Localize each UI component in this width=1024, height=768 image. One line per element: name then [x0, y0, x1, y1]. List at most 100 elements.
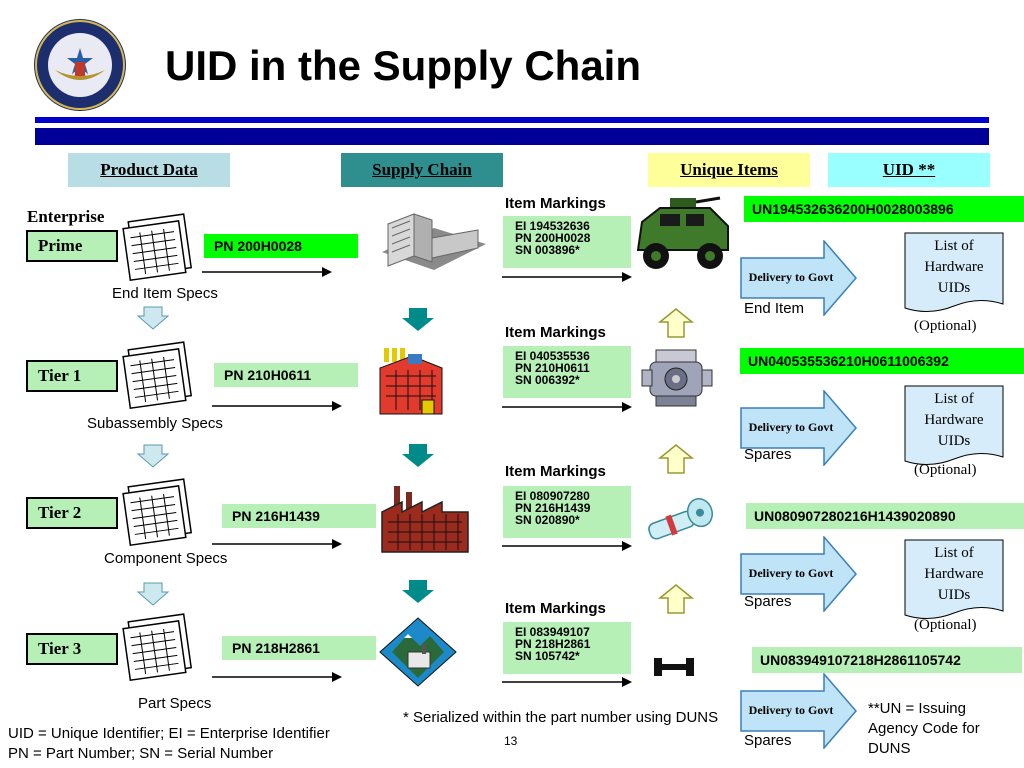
delivery-arrow-prime: Delivery to Govt	[740, 240, 858, 316]
optional-label-tier-1: (Optional)	[914, 462, 977, 478]
uid-list-tier-1: List of Hardware UIDs	[904, 385, 1004, 469]
sn-value: SN 105742*	[515, 649, 580, 663]
optional-label-tier-2: (Optional)	[914, 617, 977, 633]
down-arrow-product-2	[136, 444, 170, 468]
header-product-data: Product Data	[68, 153, 230, 187]
office-building-icon	[378, 208, 490, 280]
item-label-tier-2: Spares	[744, 593, 792, 610]
item-label-tier-1: Spares	[744, 446, 792, 463]
uid-list-prime: List of Hardware UIDs	[904, 232, 1004, 316]
dod-seal-icon	[33, 18, 127, 112]
item-label-tier-3: Spares	[744, 732, 792, 749]
up-arrow-items-2	[658, 444, 694, 474]
optional-label-prime: (Optional)	[914, 318, 977, 334]
ei-value: EI 083949107	[515, 625, 590, 639]
part-number-tier-2: PN 216H1439	[222, 504, 376, 528]
sn-value: SN 003896*	[515, 243, 580, 257]
spec-document-icon	[118, 340, 198, 410]
red-factory-icon	[378, 346, 444, 418]
spec-label-tier-1: Subassembly Specs	[87, 415, 223, 432]
down-arrow-supply-3	[402, 580, 434, 603]
pn-value: PN 216H1439	[515, 501, 591, 515]
title-rule-thick	[35, 128, 989, 145]
down-arrow-supply-1	[402, 308, 434, 331]
spec-label-tier-2: Component Specs	[104, 550, 228, 567]
item-markings-prime: EI 194532636 PN 200H0028 SN 003896*	[503, 216, 631, 268]
footnote-un: **UN = Issuing Agency Code for DUNS	[868, 700, 980, 757]
down-arrow-product-3	[136, 582, 170, 606]
flow-arrow-tier-3-marking	[502, 677, 632, 687]
uid-tier-2: UN080907280216H1439020890	[746, 503, 1024, 529]
sn-value: SN 020890*	[515, 513, 580, 527]
item-markings-tier-2: EI 080907280 PN 216H1439 SN 020890*	[503, 486, 631, 538]
delivery-label-tier-2: Delivery to Govt	[748, 566, 834, 580]
part-number-tier-3: PN 218H2861	[222, 636, 376, 660]
header-uid: UID **	[828, 153, 990, 187]
uid-tier-1: UN040535536210H0611006392	[740, 348, 1024, 374]
ei-value: EI 040535536	[515, 349, 590, 363]
list-text-prime: List of Hardware UIDs	[924, 238, 984, 296]
flow-arrow-tier-2	[212, 539, 342, 549]
delivery-label-prime: Delivery to Govt	[748, 270, 834, 284]
header-unique-items: Unique Items	[648, 153, 810, 187]
title-rule-thin	[35, 117, 989, 123]
pn-value: PN 218H2861	[515, 637, 591, 651]
military-vehicle-icon	[630, 192, 734, 274]
down-arrow-supply-2	[402, 444, 434, 467]
tier-label-tier-1: Tier 1	[26, 360, 118, 392]
uid-prime: UN194532636200H0028003896	[744, 196, 1024, 222]
spec-document-icon	[118, 612, 198, 682]
header-supply-chain: Supply Chain	[341, 153, 503, 187]
spec-document-icon	[118, 212, 198, 282]
flow-arrow-prime-marking	[502, 272, 632, 282]
item-markings-tier-3: EI 083949107 PN 218H2861 SN 105742*	[503, 622, 631, 674]
tier-label-prime: Prime	[26, 230, 118, 262]
engine-icon	[640, 344, 714, 410]
page-number: 13	[504, 734, 518, 748]
spec-label-tier-3: Part Specs	[138, 695, 212, 712]
flow-arrow-tier-1	[212, 401, 342, 411]
item-markings-label-tier-1: Item Markings	[505, 324, 606, 341]
delivery-arrow-tier-1: Delivery to Govt	[740, 390, 858, 466]
delivery-label-tier-3: Delivery to Govt	[748, 703, 834, 717]
sn-value: SN 006392*	[515, 373, 580, 387]
page-title: UID in the Supply Chain	[165, 42, 642, 89]
item-markings-label-tier-2: Item Markings	[505, 463, 606, 480]
footnote-serialized: * Serialized within the part number usin…	[403, 709, 719, 726]
part-icon	[652, 654, 696, 680]
pump-component-icon	[642, 494, 718, 550]
tier-label-tier-2: Tier 2	[26, 497, 118, 529]
part-number-prime: PN 200H0028	[204, 234, 358, 258]
down-arrow-product-1	[136, 306, 170, 330]
uid-tier-3: UN083949107218H2861105742	[752, 647, 1022, 673]
flow-arrow-tier-2-marking	[502, 541, 632, 551]
item-markings-label-prime: Item Markings	[505, 195, 606, 212]
smokestack-factory-icon	[380, 484, 470, 556]
flow-arrow-prime	[202, 267, 332, 277]
flow-arrow-tier-1-marking	[502, 402, 632, 412]
legend-line-1: UID = Unique Identifier; EI = Enterprise…	[8, 725, 330, 742]
list-text-tier-2: List of Hardware UIDs	[924, 545, 984, 603]
item-label-prime: End Item	[744, 300, 805, 317]
ei-value: EI 080907280	[515, 489, 590, 503]
item-markings-tier-1: EI 040535536 PN 210H0611 SN 006392*	[503, 346, 631, 398]
delivery-arrow-tier-2: Delivery to Govt	[740, 536, 858, 612]
uid-list-tier-2: List of Hardware UIDs	[904, 539, 1004, 623]
up-arrow-items-1	[658, 308, 694, 338]
pn-value: PN 200H0028	[515, 231, 591, 245]
legend-line-2: PN = Part Number; SN = Serial Number	[8, 745, 274, 762]
delivery-arrow-tier-3: Delivery to Govt	[740, 673, 858, 749]
mountain-plant-icon	[378, 616, 458, 688]
tier-label-tier-3: Tier 3	[26, 633, 118, 665]
pn-value: PN 210H0611	[515, 361, 590, 375]
up-arrow-items-3	[658, 584, 694, 614]
spec-label-prime: End Item Specs	[112, 285, 218, 302]
part-number-tier-1: PN 210H0611	[214, 363, 358, 387]
spec-document-icon	[118, 477, 198, 547]
ei-value: EI 194532636	[515, 219, 590, 233]
item-markings-label-tier-3: Item Markings	[505, 600, 606, 617]
flow-arrow-tier-3	[212, 672, 342, 682]
enterprise-label: Enterprise	[27, 207, 105, 226]
delivery-label-tier-1: Delivery to Govt	[748, 420, 834, 434]
list-text-tier-1: List of Hardware UIDs	[924, 391, 984, 449]
